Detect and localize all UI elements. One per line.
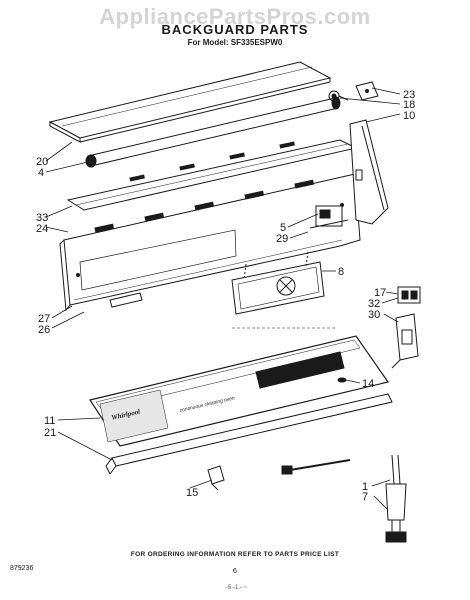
callout-24: 24	[36, 223, 48, 235]
callout-7: 7	[362, 491, 368, 503]
wiring-harness	[385, 454, 407, 543]
selector-switch	[397, 286, 421, 304]
diagram-code: 879236	[10, 565, 34, 572]
callout-1: 1	[362, 481, 368, 493]
callout-10: 10	[403, 110, 415, 122]
callout-14: 14	[362, 378, 374, 390]
callout-4: 4	[38, 167, 44, 179]
fluorescent-tube	[85, 96, 341, 168]
retaining-clip	[207, 465, 225, 491]
lamp-bracket	[355, 81, 379, 101]
trim-strip	[48, 61, 332, 143]
clock-timer	[309, 205, 349, 229]
backguard-panel	[59, 173, 361, 312]
callout-15: 15	[186, 487, 198, 499]
callout-30: 30	[368, 309, 380, 321]
callout-11: 11	[44, 415, 55, 427]
bottom-mark: -5 -1.- ~	[226, 585, 248, 591]
callout-18: 18	[403, 99, 415, 111]
callout-32: 32	[368, 298, 380, 310]
watermark: AppliancePartsPros.com	[99, 4, 371, 29]
switch-bracket	[391, 313, 419, 369]
callout-33: 33	[36, 212, 48, 224]
callout-29: 29	[276, 233, 288, 245]
callout-5: 5	[280, 222, 286, 234]
ordering-note: FOR ORDERING INFORMATION REFER TO PARTS …	[130, 551, 340, 558]
callout-17: 17	[374, 287, 386, 299]
cable-tie	[281, 459, 351, 475]
page-number: 6	[233, 568, 237, 575]
page-title: BACKGUARD PARTS	[161, 22, 309, 37]
callout-26: 26	[38, 324, 50, 336]
front-control-panel	[89, 335, 389, 447]
end-bracket	[349, 119, 389, 225]
leader-lines	[45, 87, 401, 511]
bottom-trim	[105, 393, 393, 475]
callout-27: 27	[38, 313, 50, 325]
callout-20: 20	[36, 156, 48, 168]
clock-panel	[231, 251, 325, 315]
model-line: For Model: SF335ESPW0	[187, 38, 283, 47]
callout-8: 8	[338, 266, 344, 278]
callout-23: 23	[403, 89, 415, 101]
callout-21: 21	[44, 427, 56, 439]
